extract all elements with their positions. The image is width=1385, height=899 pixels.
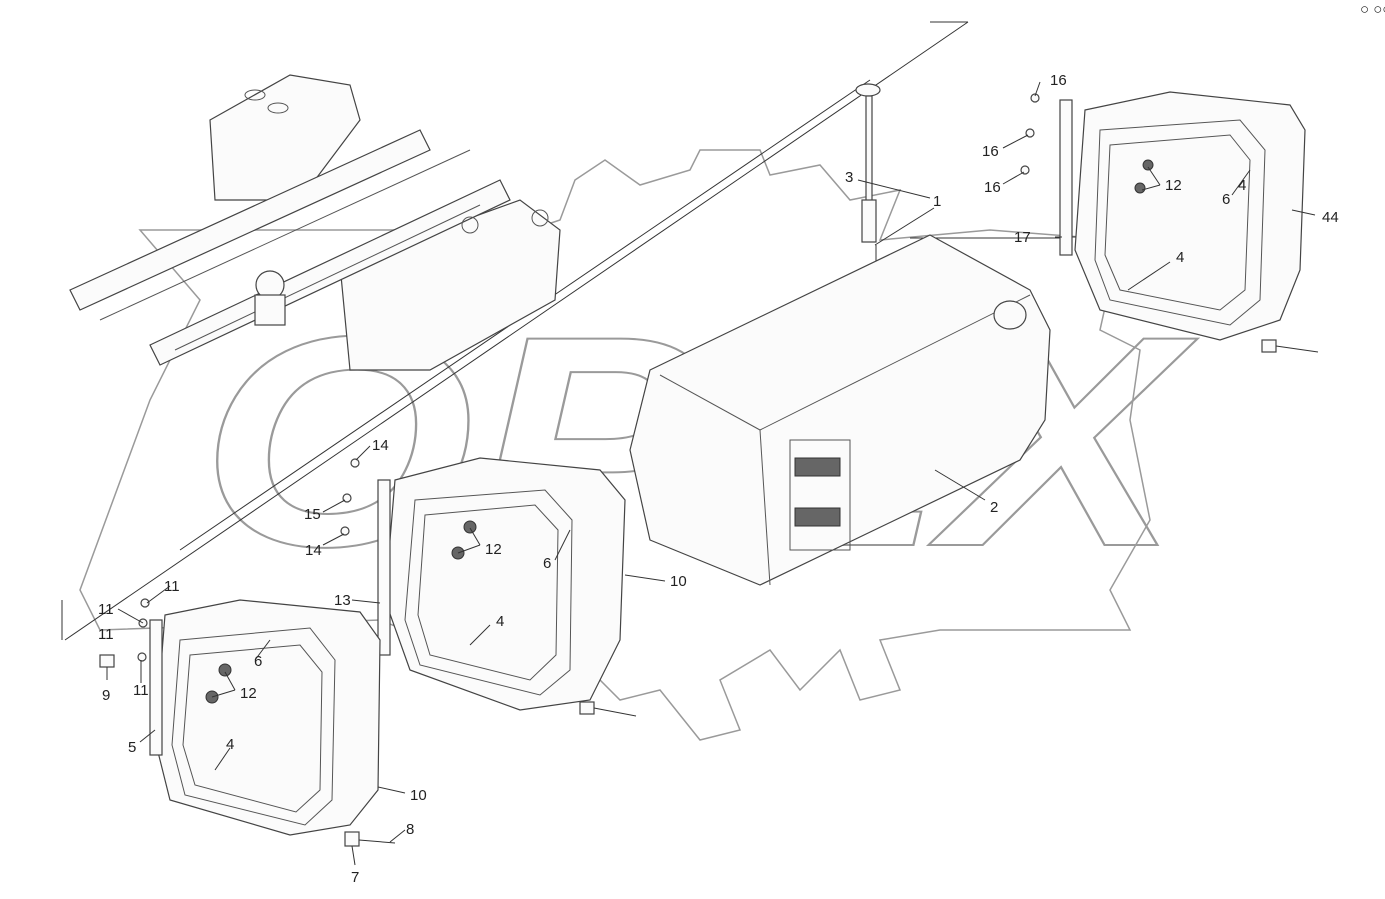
sender-flange <box>855 83 881 97</box>
upper-tank <box>209 74 361 201</box>
bracket-strip <box>149 619 163 756</box>
tank-cap <box>461 216 479 234</box>
lower-tank <box>339 199 561 371</box>
bolt-head <box>340 526 350 536</box>
harness <box>174 204 481 351</box>
callout-7: 7 <box>351 869 359 886</box>
nut <box>463 520 477 534</box>
bolt-head <box>350 458 360 468</box>
sleeve <box>99 654 115 668</box>
fuel-tank <box>629 234 1051 586</box>
callout-4: 4 <box>1176 249 1184 266</box>
bolt-head <box>140 598 150 608</box>
tank-cap <box>531 209 549 227</box>
callout-11: 11 <box>98 626 114 643</box>
frame-right-inner <box>1094 119 1266 326</box>
callout-4: 4 <box>1238 177 1246 194</box>
bracket-strip <box>377 479 391 656</box>
leader-lines <box>106 81 1316 866</box>
tank-edge <box>759 429 771 586</box>
callout-12: 12 <box>1165 177 1182 194</box>
callout-1: 1 <box>933 193 941 210</box>
callout-16: 16 <box>982 143 999 160</box>
tank-body <box>629 234 1051 586</box>
callout-10: 10 <box>410 787 427 804</box>
callout-6: 6 <box>543 555 551 572</box>
frame-cross <box>99 149 471 321</box>
callout-17: 17 <box>1014 229 1031 246</box>
callout-12: 12 <box>240 685 257 702</box>
sender-float <box>861 199 877 243</box>
callout-16: 16 <box>1050 72 1067 89</box>
callout-11: 11 <box>164 578 180 595</box>
tank-plate <box>789 439 851 551</box>
filter-body <box>254 294 286 326</box>
bracket-strip <box>1059 99 1073 256</box>
watermark-gear-outline <box>79 149 1151 741</box>
bolt <box>1275 345 1319 353</box>
callout-6: 6 <box>1222 191 1230 208</box>
frame-left <box>99 598 396 847</box>
callout-8: 8 <box>406 821 414 838</box>
frame-right-inner2 <box>1104 134 1251 311</box>
callout-16: 16 <box>984 179 1001 196</box>
nut <box>218 663 232 677</box>
callout-11: 11 <box>133 682 149 699</box>
frame-right-outer <box>1074 91 1306 341</box>
callout-15: 15 <box>304 506 321 523</box>
callout-5: 5 <box>128 739 136 756</box>
callout-9: 9 <box>102 687 110 704</box>
callout-2: 2 <box>990 499 998 516</box>
callout-3: 3 <box>845 169 853 186</box>
callout-44: 44 <box>1322 209 1339 226</box>
callout-6: 6 <box>254 653 262 670</box>
tank-label <box>794 457 841 477</box>
callout-13: 13 <box>334 592 351 609</box>
bolt-head <box>1030 93 1040 103</box>
frame-left-inner2 <box>182 644 323 813</box>
callout-12: 12 <box>485 541 502 558</box>
strap-end <box>344 831 360 847</box>
corner-mark: ○ ○○ <box>1360 1 1385 18</box>
frame-left-inner <box>171 627 336 826</box>
tank-edge <box>759 294 1031 431</box>
callout-10: 10 <box>670 573 687 590</box>
tank-edge <box>659 374 761 431</box>
frame-rail-1 <box>69 129 431 311</box>
bolt <box>358 839 396 844</box>
frame-middle-inner2 <box>417 504 559 681</box>
bolt-head <box>137 652 147 662</box>
tank-filler-neck <box>993 300 1027 330</box>
tank-cap <box>267 102 289 114</box>
guide-line <box>64 21 969 641</box>
frame-middle-inner <box>404 489 573 696</box>
tank-label <box>794 507 841 527</box>
frame-middle <box>340 457 637 717</box>
frame-left-outer <box>154 599 381 836</box>
strap-end <box>1261 339 1277 353</box>
frame-right <box>1020 91 1319 353</box>
callout-4: 4 <box>496 613 504 630</box>
fuel-gauge-sender <box>855 83 889 311</box>
callout-14: 14 <box>372 437 389 454</box>
chassis-assembly <box>69 74 561 371</box>
nut <box>1142 159 1154 171</box>
nut <box>1134 182 1146 194</box>
callout-labels: 1 2 3 4 4 4 4 5 6 6 6 7 8 9 10 10 11 11 … <box>98 72 1339 886</box>
callout-11: 11 <box>98 601 114 618</box>
strap-end <box>579 701 595 715</box>
bolt <box>593 707 637 717</box>
tank-cap <box>244 89 266 101</box>
callout-14: 14 <box>305 542 322 559</box>
callout-4: 4 <box>226 736 234 753</box>
frame-middle-outer <box>384 457 626 711</box>
